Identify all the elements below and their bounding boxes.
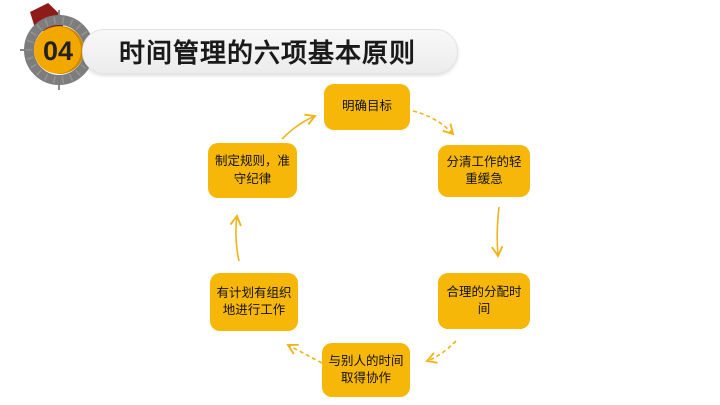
arrow-right-bottom-to-bottom [425,340,457,364]
cycle-step-label: 合理的分配时间 [446,284,522,317]
cycle-step-label: 制定规则，准守纪律 [214,154,290,186]
arrow-right-top-to-right-bottom [491,206,504,258]
arrow-left-top-to-top [281,113,317,140]
cycle-step-label: 与别人的时间取得协作 [328,353,404,386]
cycle-step-label: 明确目标 [341,99,392,114]
section-number: 04 [43,36,73,66]
cycle-step-clear-goals: 明确目标 [324,84,410,130]
title-bar: 时间管理的六项基本原则 [82,29,458,74]
slide-title: 时间管理的六项基本原则 [119,38,417,68]
cycle-step-rules-discipline: 制定规则，准守纪律 [208,143,297,198]
arrow-bottom-to-left-bottom [286,343,323,364]
cycle-step-prioritize-work: 分清工作的轻重缓急 [438,145,530,197]
cycle-step-planned-organized-work: 有计划有组织地进行工作 [210,273,298,331]
cycle-step-coordinate-with-others: 与别人的时间取得协作 [322,343,410,397]
arrow-top-to-right-top [412,110,455,136]
cycle-step-label: 分清工作的轻重缓急 [446,154,522,187]
arrow-left-bottom-to-left-top [229,214,242,262]
cycle-step-allocate-time: 合理的分配时间 [438,273,530,329]
cycle-step-label: 有计划有组织地进行工作 [216,285,292,318]
